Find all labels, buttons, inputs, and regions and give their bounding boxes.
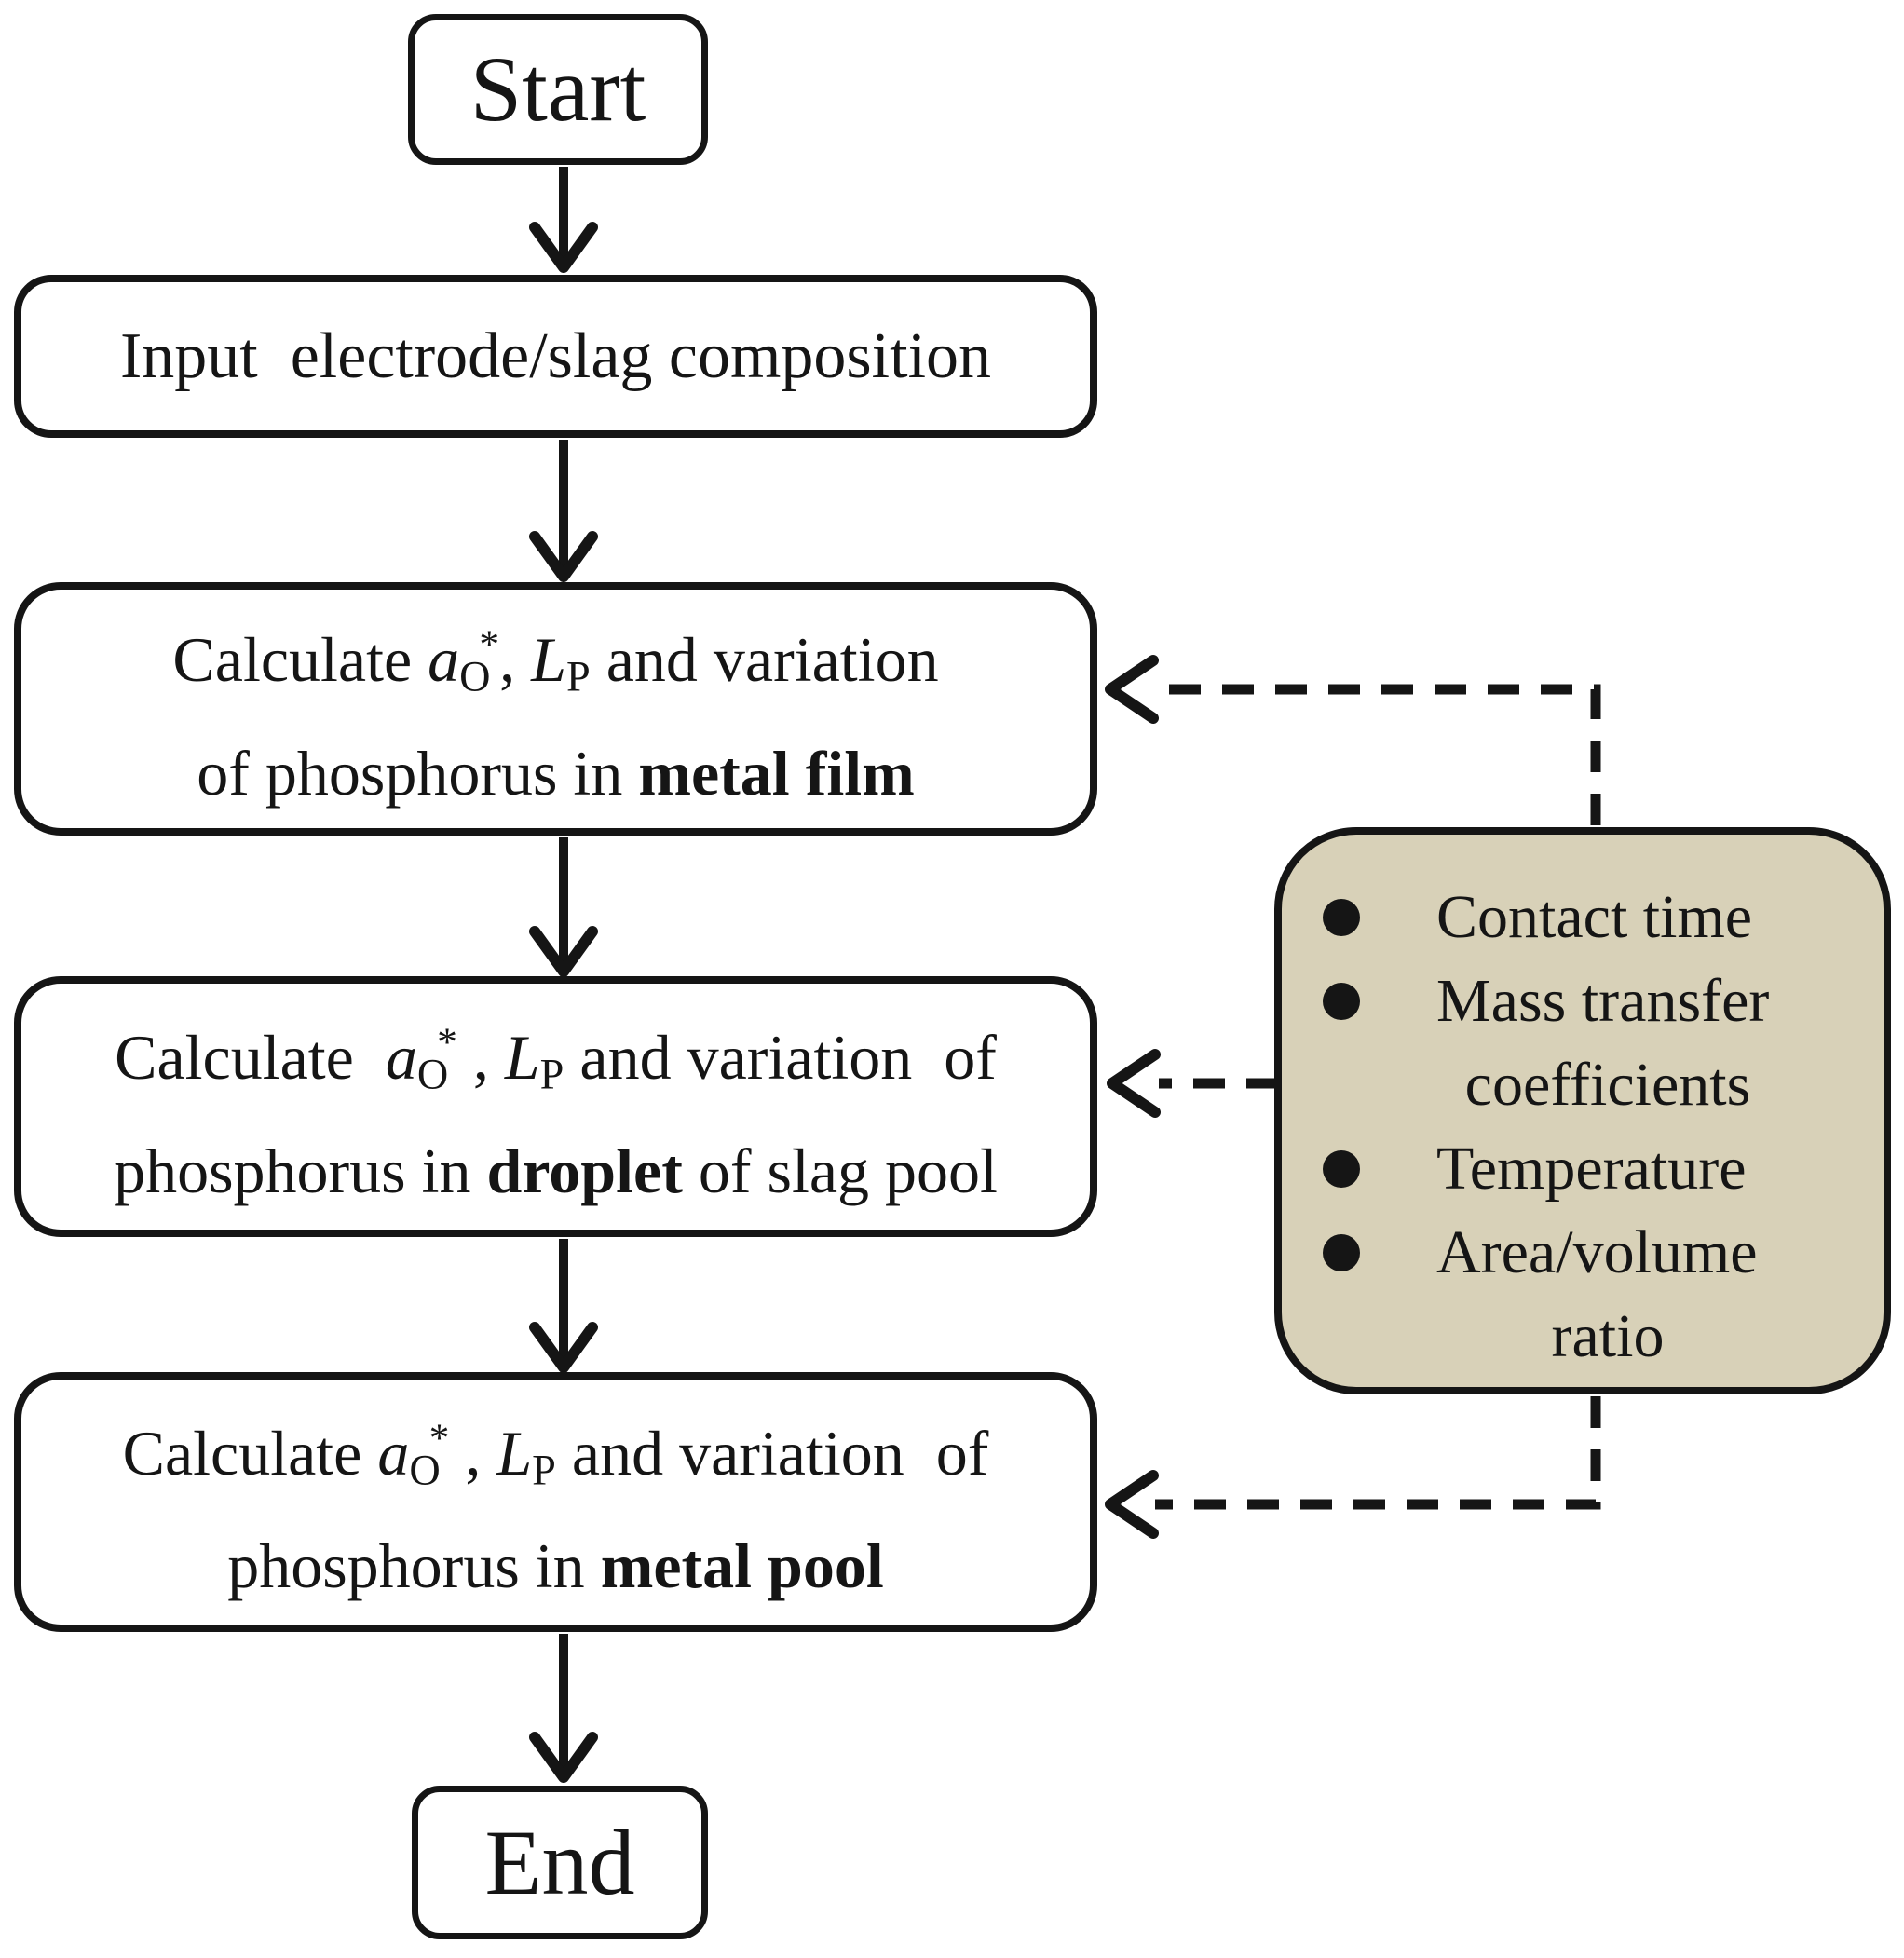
text-segment: L bbox=[504, 1022, 540, 1094]
arrowhead bbox=[529, 531, 598, 582]
text-segment: * bbox=[428, 1415, 450, 1461]
text-segment: Calculate bbox=[122, 1418, 378, 1489]
text-segment: P bbox=[565, 653, 591, 701]
bullet-icon bbox=[1323, 1234, 1360, 1271]
arrowhead bbox=[529, 1322, 598, 1373]
text-segment: a bbox=[385, 1022, 417, 1094]
panel-item: Temperature bbox=[1323, 1127, 1857, 1211]
start-node: Start bbox=[408, 14, 708, 165]
arrowhead bbox=[529, 222, 598, 273]
process-line: phosphorus in metal pool bbox=[227, 1518, 884, 1613]
text-segment: Calculate bbox=[115, 1022, 386, 1094]
process-line: Calculate aO*, LP and variation bbox=[172, 597, 938, 725]
text-segment: phosphorus in bbox=[227, 1530, 601, 1602]
panel-item: Contact time bbox=[1323, 876, 1857, 959]
panel-item-line: coefficients bbox=[1464, 1051, 1751, 1119]
text-segment: phosphorus in bbox=[114, 1135, 487, 1206]
process-line: Calculate aO* , LP and variation of bbox=[115, 995, 997, 1122]
text-segment: * bbox=[437, 1020, 457, 1066]
panel-item: Mass transfer coefficients bbox=[1323, 959, 1857, 1127]
panel-item-text: Mass transfer coefficients bbox=[1436, 959, 1779, 1127]
text-segment: droplet bbox=[486, 1135, 683, 1206]
arrow-droplet-to-metal-pool bbox=[529, 1239, 598, 1373]
end-label: End bbox=[484, 1810, 635, 1914]
input-composition-node: Input electrode/slag composition bbox=[14, 275, 1097, 438]
arrowhead bbox=[1107, 1049, 1161, 1118]
end-node: End bbox=[412, 1786, 708, 1939]
text-segment: * bbox=[479, 622, 500, 668]
panel-item-line: Temperature bbox=[1436, 1135, 1747, 1203]
text-segment: and variation of bbox=[564, 1022, 997, 1094]
text-segment: Calculate bbox=[172, 624, 428, 696]
panel-item-line: Contact time bbox=[1436, 883, 1753, 951]
text-segment: of phosphorus in bbox=[197, 737, 639, 809]
dashed-arrow-to-metal-film bbox=[1105, 655, 1601, 825]
arrowhead bbox=[1105, 655, 1159, 724]
process-line: Calculate aO* , LP and variation of bbox=[123, 1391, 989, 1518]
dashed-connector bbox=[1155, 684, 1601, 825]
start-label: Start bbox=[469, 37, 646, 141]
arrowhead bbox=[1105, 1470, 1159, 1539]
panel-item-text: Temperature bbox=[1436, 1127, 1779, 1211]
process-droplet-node: Calculate aO* , LP and variation of phos… bbox=[14, 976, 1097, 1237]
arrow-metal-film-to-droplet bbox=[529, 837, 598, 977]
text-segment: P bbox=[539, 1051, 564, 1099]
dashed-arrow-to-droplet bbox=[1107, 1049, 1278, 1118]
arrow-metal-pool-to-end bbox=[529, 1634, 598, 1783]
text-segment: and variation bbox=[590, 624, 939, 696]
text-segment: O bbox=[459, 653, 491, 701]
input-label: Input electrode/slag composition bbox=[119, 320, 992, 392]
text-segment: metal pool bbox=[600, 1530, 884, 1602]
text-segment: L bbox=[531, 624, 566, 696]
text-segment: and variation of bbox=[555, 1418, 989, 1489]
panel-item-line: ratio bbox=[1551, 1302, 1665, 1370]
text-segment: , bbox=[456, 1022, 505, 1094]
arrowhead bbox=[529, 926, 598, 977]
dashed-arrow-to-metal-pool bbox=[1105, 1396, 1601, 1539]
text-segment: O bbox=[416, 1051, 449, 1099]
process-line: phosphorus in droplet of slag pool bbox=[114, 1123, 998, 1218]
text-segment: metal film bbox=[638, 737, 915, 809]
panel-item-text: Area/volume ratio bbox=[1436, 1211, 1779, 1379]
panel-item-line: Area/volume bbox=[1436, 1218, 1758, 1286]
process-metal-pool-node: Calculate aO* , LP and variation of phos… bbox=[14, 1372, 1097, 1632]
text-segment: L bbox=[496, 1418, 533, 1489]
arrow-start-to-input bbox=[529, 167, 598, 273]
arrow-input-to-metal-film bbox=[529, 440, 598, 582]
process-metal-film-node: Calculate aO*, LP and variation of phosp… bbox=[14, 582, 1097, 836]
bullet-icon bbox=[1323, 1150, 1360, 1188]
arrowhead bbox=[529, 1732, 598, 1783]
text-segment: a bbox=[377, 1418, 410, 1489]
text-segment: P bbox=[532, 1447, 556, 1495]
text-segment: a bbox=[428, 624, 460, 696]
inputs-panel-list: Contact time Mass transfer coefficients T… bbox=[1323, 876, 1857, 1379]
bullet-icon bbox=[1323, 983, 1360, 1020]
bullet-icon bbox=[1323, 899, 1360, 936]
text-segment: of slag pool bbox=[682, 1135, 998, 1206]
text-segment: , bbox=[449, 1418, 497, 1489]
panel-item: Area/volume ratio bbox=[1323, 1211, 1857, 1379]
inputs-panel: Contact time Mass transfer coefficients T… bbox=[1274, 827, 1891, 1394]
panel-item-text: Contact time bbox=[1436, 876, 1779, 959]
dashed-connector bbox=[1155, 1396, 1601, 1510]
text-segment: , bbox=[499, 624, 532, 696]
text-segment: O bbox=[409, 1447, 441, 1495]
panel-item-line: Mass transfer bbox=[1436, 967, 1770, 1035]
process-line: of phosphorus in metal film bbox=[197, 726, 915, 821]
